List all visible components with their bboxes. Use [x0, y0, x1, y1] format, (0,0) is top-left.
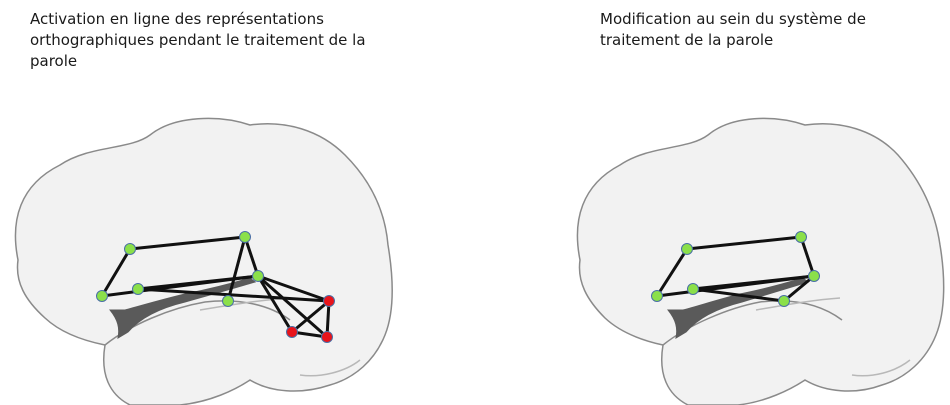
network-nodes: [96, 231, 335, 343]
network-node-green: [96, 290, 108, 302]
network-edges: [655, 235, 816, 303]
panel-speech-modification: Modification au sein du système de trait…: [560, 0, 950, 405]
network-node-green: [252, 270, 264, 282]
network-node-green: [681, 243, 693, 255]
network-edge: [128, 235, 247, 251]
panel-caption: Modification au sein du système de trait…: [600, 10, 866, 49]
network-edge: [136, 287, 331, 303]
brain-outline: [14, 117, 393, 405]
brain-outline: [576, 117, 945, 405]
panel-online-activation: Activation en ligne des représentations …: [0, 0, 420, 405]
cerebellum-notch: [851, 359, 911, 377]
panel-caption: Activation en ligne des représentations …: [30, 10, 366, 70]
network-node-red: [286, 326, 298, 338]
cerebellum-notch: [299, 359, 361, 377]
network-node-green: [651, 290, 663, 302]
brain-network-diagram: [576, 117, 945, 405]
network-node-green: [808, 270, 820, 282]
network-node-green: [778, 295, 790, 307]
network-edge: [691, 274, 816, 291]
network-edge: [782, 274, 816, 303]
network-edge: [100, 247, 132, 298]
brain-network-diagram: [14, 117, 393, 405]
network-node-red: [321, 331, 333, 343]
network-edge: [799, 235, 816, 278]
network-edge: [685, 235, 803, 251]
temporal-sulcus: [755, 297, 841, 311]
network-node-green: [795, 231, 807, 243]
network-edge: [256, 274, 331, 303]
network-edge: [243, 235, 260, 278]
network-node-green: [239, 231, 251, 243]
sylvian-fissure: [108, 277, 257, 340]
network-edge: [691, 287, 786, 303]
network-edges: [100, 235, 331, 339]
network-node-red: [323, 295, 335, 307]
network-nodes: [651, 231, 820, 307]
network-node-green: [124, 243, 136, 255]
network-node-green: [687, 283, 699, 295]
network-edge: [226, 235, 247, 303]
network-edge: [256, 274, 294, 334]
network-edge: [655, 247, 689, 298]
network-edge: [256, 274, 329, 339]
network-edge: [290, 299, 331, 334]
network-edge: [325, 299, 331, 339]
network-node-green: [132, 283, 144, 295]
network-edge: [136, 274, 260, 291]
network-node-green: [222, 295, 234, 307]
